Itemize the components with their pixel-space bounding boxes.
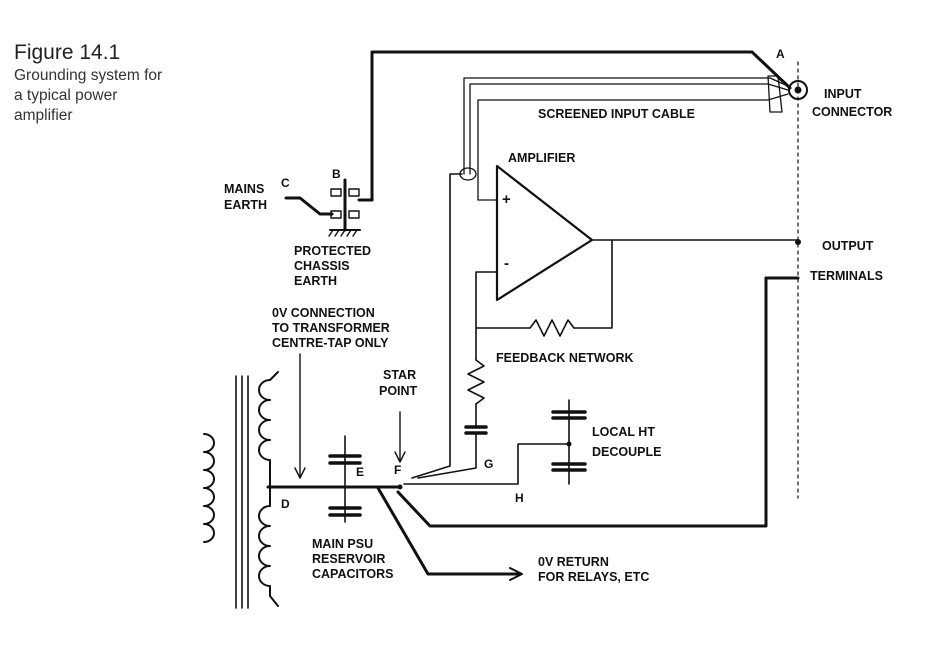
screened-cable-label: SCREENED INPUT CABLE	[538, 107, 695, 121]
node-d: D	[281, 497, 290, 511]
node-e: E	[356, 465, 364, 479]
input-connector-outer	[788, 80, 808, 100]
node-a: A	[776, 47, 785, 61]
caption-line-2: a typical power	[14, 87, 118, 104]
output-return-wire	[396, 276, 800, 528]
chassis-ground-hatch	[328, 229, 358, 237]
amp-plus-input-wire	[477, 195, 498, 201]
relay-return-wire	[376, 486, 522, 576]
mains-earth-label-1: MAINS	[224, 182, 264, 196]
earth-stud-washer-tr	[348, 188, 360, 197]
star-point-node	[397, 484, 403, 490]
output-label: OUTPUT	[822, 239, 874, 253]
amp-plus-sign: +	[502, 191, 511, 208]
feedback-cap-to-star	[417, 433, 477, 479]
zero-v-pointer-head	[294, 467, 306, 479]
transformer-secondary-winding	[258, 379, 279, 607]
terminals-label: TERMINALS	[810, 269, 883, 283]
local-ht-label-2: DECOUPLE	[592, 445, 661, 459]
transformer-primary-winding	[203, 433, 215, 543]
node-f: F	[394, 463, 401, 477]
feedback-resistor	[529, 319, 575, 337]
feedback-network-label: FEEDBACK NETWORK	[496, 351, 634, 365]
zero-v-conn-label-3: CENTRE-TAP ONLY	[272, 336, 389, 350]
figure-caption: Figure 14.1 Grounding system for a typic…	[14, 40, 214, 126]
node-h: H	[515, 491, 524, 505]
mains-earth-lead	[284, 196, 334, 216]
amp-minus-sign: -	[504, 255, 509, 272]
psu-cap-label-1: MAIN PSU	[312, 537, 373, 551]
amplifier-triangle	[495, 164, 594, 302]
relay-return-arrow	[509, 567, 523, 581]
zero-v-conn-label-2: TO TRANSFORMER	[272, 321, 390, 335]
star-point-label-1: STAR	[383, 368, 416, 382]
feedback-shunt-resistor	[467, 359, 485, 405]
node-g: G	[484, 457, 493, 471]
node-c: C	[281, 176, 290, 190]
screened-cable-inner	[469, 83, 789, 175]
decouple-junction	[566, 441, 572, 447]
input-connector-label-1: INPUT	[824, 87, 862, 101]
chassis-earth-label-1: PROTECTED	[294, 244, 371, 258]
input-connector-label-2: CONNECTOR	[812, 105, 892, 119]
input-connector-pin	[794, 86, 802, 94]
earth-stud-washer-tl	[330, 188, 342, 197]
feedback-wire-left	[475, 271, 531, 329]
screened-cable-core	[477, 93, 789, 197]
screen-to-star-wire	[411, 173, 463, 479]
cable-sheath-end	[767, 75, 783, 113]
transformer-top-lead	[269, 371, 279, 381]
mains-earth-label-2: EARTH	[224, 198, 267, 212]
feedback-wire-right	[573, 239, 613, 329]
star-point-label-2: POINT	[379, 384, 418, 398]
zero-v-conn-label-1: 0V CONNECTION	[272, 306, 375, 320]
local-ht-label-1: LOCAL HT	[592, 425, 655, 439]
chassis-earth-label-3: EARTH	[294, 274, 337, 288]
caption-line-3: amplifier	[14, 107, 73, 124]
caption-line-1: Grounding system for	[14, 67, 163, 84]
chassis-earth-wire	[370, 50, 792, 202]
chassis-earth-label-2: CHASSIS	[294, 259, 350, 273]
earth-stud-washer-bl	[330, 210, 342, 219]
decouple-wire	[403, 443, 570, 485]
zero-v-return-label-2: FOR RELAYS, ETC	[538, 570, 649, 584]
zero-v-return-label-1: 0V RETURN	[538, 555, 609, 569]
output-terminal-dot	[795, 239, 801, 245]
earth-stud-washer-br	[348, 210, 360, 219]
figure-title: Figure 14.1	[14, 41, 121, 64]
psu-cap-label-3: CAPACITORS	[312, 567, 394, 581]
amplifier-label: AMPLIFIER	[508, 151, 575, 165]
node-b: B	[332, 167, 341, 181]
star-pointer-head	[394, 451, 406, 463]
psu-cap-label-2: RESERVOIR	[312, 552, 385, 566]
